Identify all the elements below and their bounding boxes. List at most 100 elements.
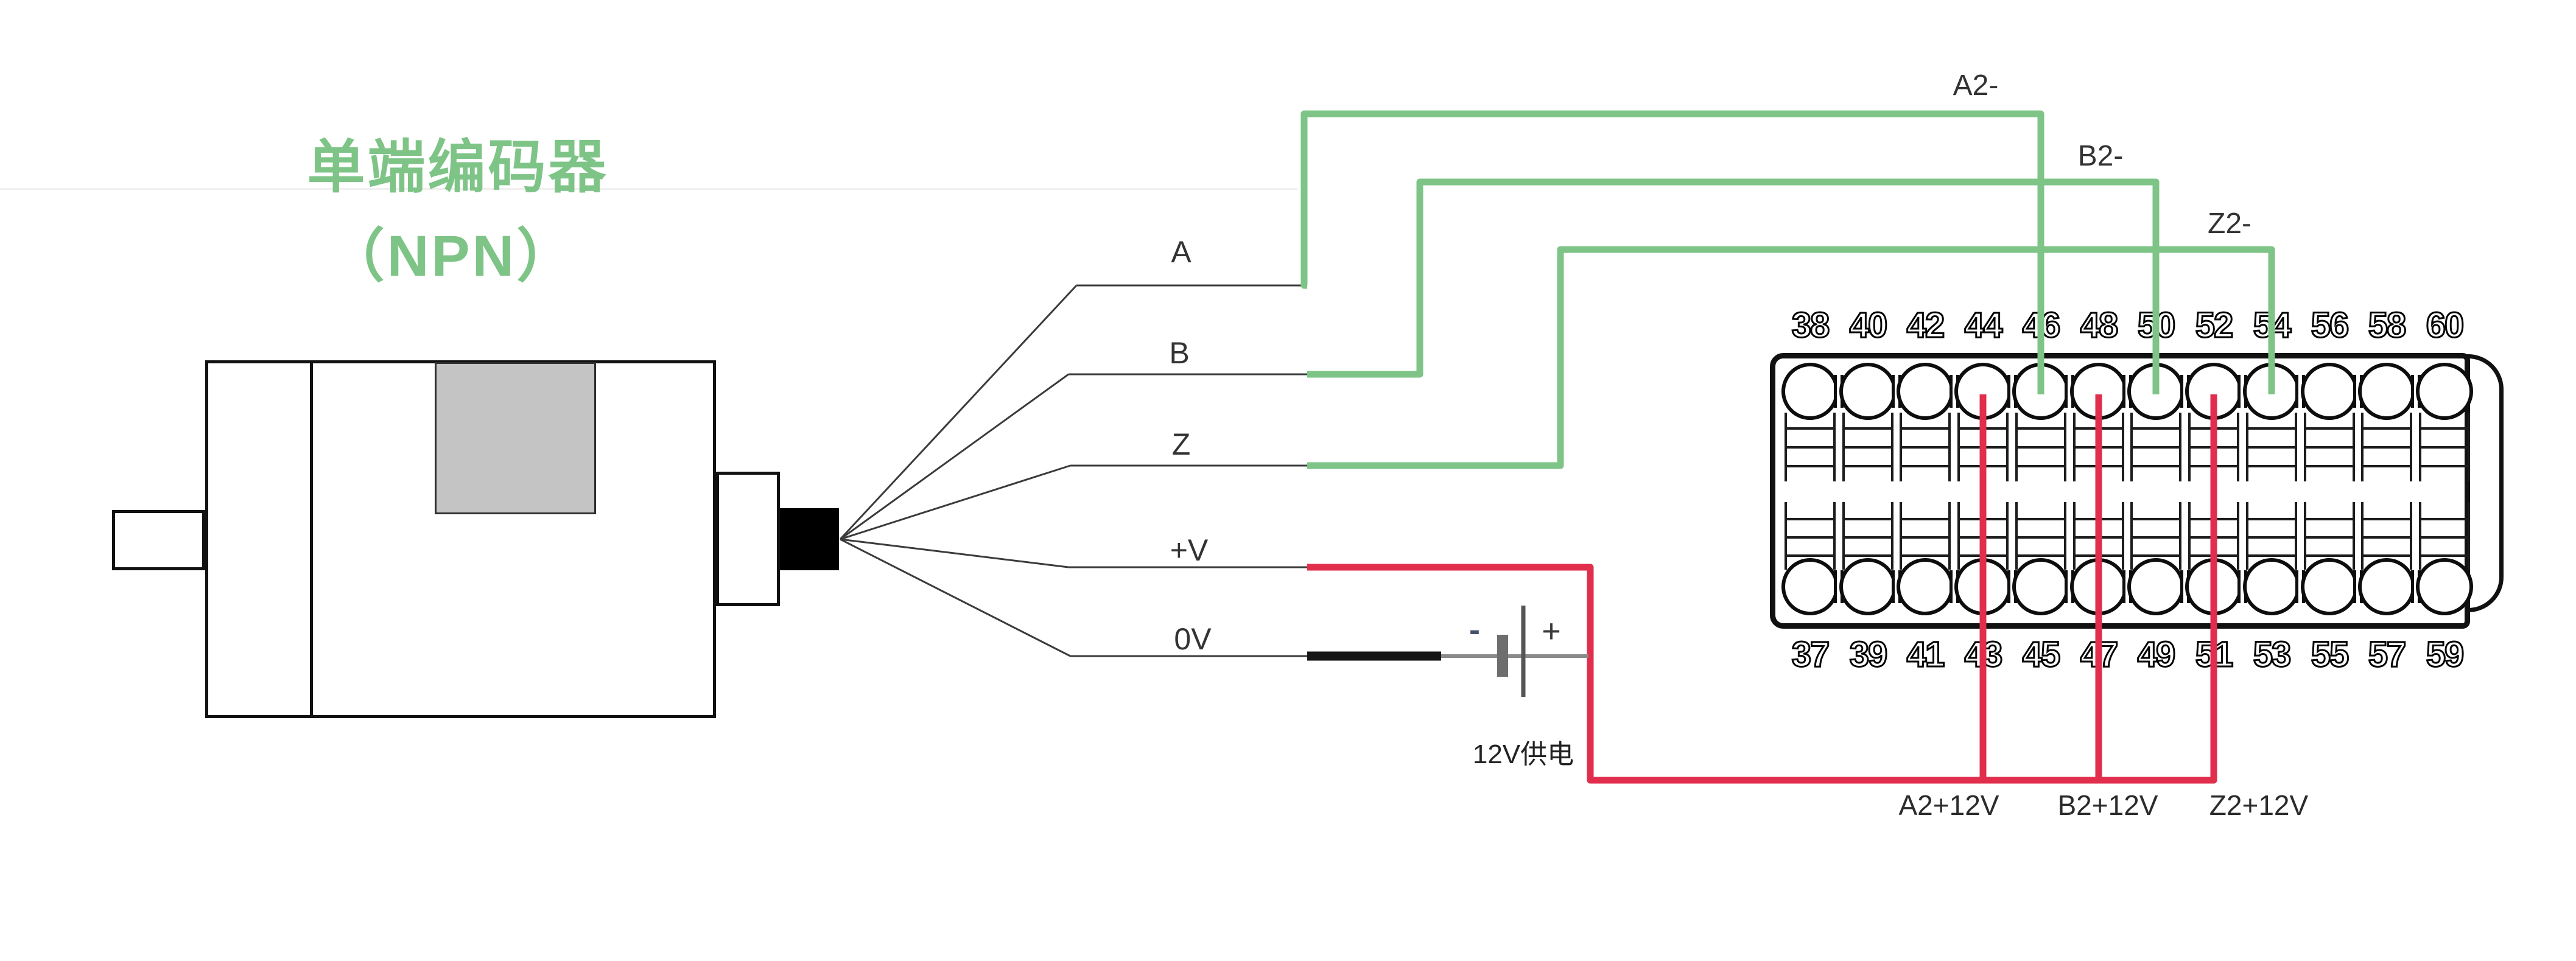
terminal-ladder-rung — [2419, 518, 2470, 520]
pin-number-bottom: 59 — [2425, 634, 2465, 675]
wire-a-fan — [839, 284, 1078, 540]
terminal-ladder-rung — [1842, 536, 1893, 539]
encoder-shaft — [112, 510, 205, 570]
terminal-ladder-rail — [2419, 502, 2421, 570]
terminal-ladder-rung — [2361, 427, 2412, 430]
terminal-ladder-rung — [2419, 536, 2470, 539]
terminal-ladder-rung — [2246, 554, 2297, 557]
pin-number-bottom: 47 — [2079, 634, 2119, 675]
terminal-ladder-rung — [2073, 554, 2124, 557]
terminal-ladder-rail — [2237, 502, 2239, 570]
terminal-ladder-rung — [2246, 465, 2297, 467]
pin-number-bottom: 37 — [1791, 634, 1831, 675]
terminal-ladder-rung — [2188, 554, 2239, 557]
terminal-ladder-rung — [2015, 446, 2066, 449]
pin-number-top: 48 — [2079, 305, 2119, 346]
pin-number-bottom: 53 — [2252, 634, 2292, 675]
pin-number-bottom: 55 — [2310, 634, 2350, 675]
terminal-ladder-rung — [2015, 536, 2066, 539]
terminal-circle-bottom — [1897, 558, 1954, 615]
net-label-z2-minus: Z2- — [2208, 208, 2251, 240]
pin-number-top: 54 — [2252, 305, 2292, 346]
pin-number-top: 44 — [1964, 305, 2004, 346]
terminal-ladder-rung — [1785, 427, 1836, 430]
terminal-ladder-rung — [1900, 536, 1951, 539]
terminal-ladder-rung — [2304, 427, 2355, 430]
terminal-ladder-rung — [2015, 518, 2066, 520]
terminal-circle-top — [1781, 363, 1839, 420]
terminal-ladder-rung — [1957, 427, 2009, 430]
terminal-ladder-rung — [1785, 518, 1836, 520]
terminal-circle-top — [2301, 363, 2358, 420]
terminal-ladder-rung — [2130, 427, 2181, 430]
net-label-b2-12v: B2+12V — [2057, 789, 2158, 821]
pin-number-bottom: 51 — [2194, 634, 2234, 675]
terminal-ladder-rung — [2419, 554, 2470, 557]
terminal-ladder-rung — [2188, 536, 2239, 539]
terminal-ladder-rung — [2419, 446, 2470, 449]
terminal-circle-top — [1897, 363, 1954, 420]
terminal-circle-bottom — [2243, 558, 2300, 615]
terminal-circle-top — [2012, 363, 2069, 420]
terminal-ladder-rung — [2073, 427, 2124, 430]
terminal-circle-bottom — [1954, 558, 2012, 615]
terminal-circle-top — [2127, 363, 2185, 420]
terminal-ladder-rung — [1900, 554, 1951, 557]
terminal-circle-bottom — [1839, 558, 1897, 615]
terminal-ladder-rung — [2361, 554, 2412, 557]
terminal-ladder-rung — [2015, 427, 2066, 430]
terminal-circle-bottom — [2185, 558, 2242, 615]
encoder-gray-block — [435, 362, 596, 514]
terminal-ladder-rung — [1900, 518, 1951, 520]
terminal-ladder-rung — [1957, 465, 2009, 467]
terminal-ladder-rail — [2361, 502, 2364, 570]
terminal-ladder-rail — [2410, 502, 2412, 570]
wire-label-b: B — [1169, 336, 1190, 370]
terminal-ladder-rung — [2246, 536, 2297, 539]
terminal-circle-top — [1954, 363, 2012, 420]
terminal-ladder-rung — [2073, 446, 2124, 449]
wire-label-plus-v: +V — [1170, 533, 1209, 567]
terminal-ladder-rung — [1842, 427, 1893, 430]
terminal-circle-bottom — [2012, 558, 2069, 615]
terminal-ladder-rung — [1842, 554, 1893, 557]
pin-number-top: 46 — [2021, 305, 2062, 346]
terminal-ladder-rung — [2361, 536, 2412, 539]
battery-plus-label: + — [1542, 613, 1561, 649]
diagram-title-line1: 单端编码器 — [307, 135, 609, 200]
terminal-circle-top — [2358, 363, 2415, 420]
terminal-ladder-rail — [2304, 502, 2306, 570]
encoder-cable-plug — [780, 508, 839, 570]
terminal-ladder-rail — [2468, 502, 2470, 570]
terminal-ladder-rung — [2419, 465, 2470, 467]
terminal-ladder-rung — [2130, 518, 2181, 520]
faint-divider-line — [0, 188, 1297, 190]
terminal-ladder-rung — [2188, 465, 2239, 467]
terminal-ladder-rung — [1900, 446, 1951, 449]
wire-0v-fan — [840, 538, 1071, 657]
terminal-ladder-rail — [2295, 502, 2297, 570]
pin-number-bottom: 45 — [2021, 634, 2062, 675]
terminal-ladder-rung — [1785, 465, 1836, 467]
wire-label-a: A — [1171, 235, 1191, 269]
terminal-ladder-rung — [1842, 465, 1893, 467]
terminal-ladder-rung — [2130, 554, 2181, 557]
pin-number-top: 56 — [2310, 305, 2350, 346]
pin-number-top: 50 — [2136, 305, 2177, 346]
wire-b-fan — [840, 373, 1069, 540]
pin-number-top: 40 — [1848, 305, 1889, 346]
terminal-ladder-rung — [2130, 465, 2181, 467]
battery-minus-label: - — [1469, 612, 1480, 648]
encoder-connector-boss — [716, 472, 780, 606]
terminal-ladder-rung — [2188, 518, 2239, 520]
terminal-ladder-rung — [1957, 518, 2009, 520]
terminal-circle-bottom — [2301, 558, 2358, 615]
net-label-a2-12v: A2+12V — [1898, 789, 1999, 821]
terminal-ladder-rung — [2361, 465, 2412, 467]
terminal-circle-bottom — [2358, 558, 2415, 615]
terminal-ladder-rung — [2246, 518, 2297, 520]
pin-number-top: 58 — [2367, 305, 2407, 346]
diagram-title-line2: （NPN） — [326, 224, 577, 288]
terminal-circle-top — [2243, 363, 2300, 420]
